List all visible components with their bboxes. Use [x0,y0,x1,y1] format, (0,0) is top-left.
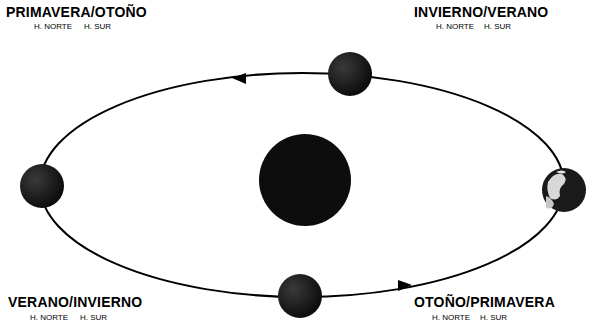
hemisphere-label: H. SUR [484,22,511,31]
hemisphere-label-box: H. NORTE [432,313,470,322]
hemisphere-label: H. SUR [80,313,107,322]
orbit-arrow [232,73,246,84]
earth [20,164,64,208]
season-label-box: PRIMAVERA/OTOÑO [6,4,147,20]
hemisphere-label: H. NORTE [436,22,474,31]
hemisphere-label-box: H. NORTE [30,313,68,322]
hemisphere-label: H. NORTE [34,22,72,31]
season-label: OTOÑO/PRIMAVERA [414,294,555,310]
orbit-arrow [398,280,412,291]
season-label: PRIMAVERA/OTOÑO [6,4,147,20]
hemisphere-label: H. NORTE [30,313,68,322]
season-label-box: VERANO/INVIERNO [8,294,142,310]
hemisphere-label-box: H. SUR [84,22,111,31]
season-label: INVIERNO/VERANO [414,4,548,20]
hemisphere-label-box: H. SUR [484,22,511,31]
sun [259,134,351,226]
season-label-box: OTOÑO/PRIMAVERA [414,294,555,310]
hemisphere-label: H. SUR [84,22,111,31]
earth-continent [547,174,565,200]
hemisphere-label-box: H. SUR [80,313,107,322]
season-label: VERANO/INVIERNO [8,294,142,310]
earth [542,168,586,212]
earth [278,274,322,318]
hemisphere-label: H. SUR [480,313,507,322]
earth-continent [546,196,554,209]
hemisphere-label-box: H. SUR [480,313,507,322]
hemisphere-label-box: H. NORTE [436,22,474,31]
earth [328,52,372,96]
hemisphere-label: H. NORTE [432,313,470,322]
orbit-ellipse [40,73,564,297]
hemisphere-label-box: H. NORTE [34,22,72,31]
season-label-box: INVIERNO/VERANO [414,4,548,20]
earth-continent [556,171,566,174]
